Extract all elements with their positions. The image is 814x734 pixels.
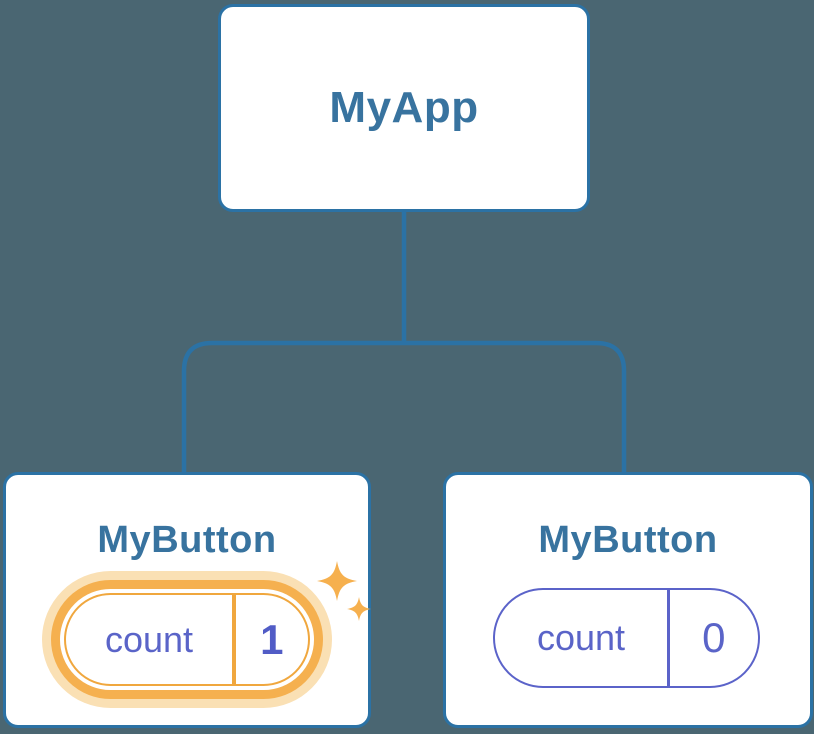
sparkle-small-icon (347, 597, 371, 621)
pill-divider (667, 590, 670, 686)
state-key-label: count (536, 617, 626, 658)
mybutton-node-highlighted: MyButton count 1 (3, 472, 371, 728)
state-value: 1 (260, 615, 284, 663)
myapp-node-label: MyApp (329, 83, 479, 132)
mybutton-node-default: MyButton count 0 (443, 472, 813, 728)
sparkle-large-icon (317, 561, 357, 601)
state-highlight-ring: count 1 (51, 580, 323, 699)
myapp-node: MyApp (218, 4, 590, 212)
mybutton-node-label: MyButton (97, 519, 277, 561)
state-pill-default: count 0 (493, 588, 760, 688)
pill-divider (232, 595, 236, 684)
state-key-label: count (104, 618, 194, 660)
sparkles-icon (317, 561, 371, 621)
state-pill-highlighted: count 1 (64, 593, 310, 686)
branch-bracket-line (181, 340, 627, 475)
state-value: 0 (702, 614, 726, 661)
mybutton-node-label: MyButton (538, 519, 718, 561)
